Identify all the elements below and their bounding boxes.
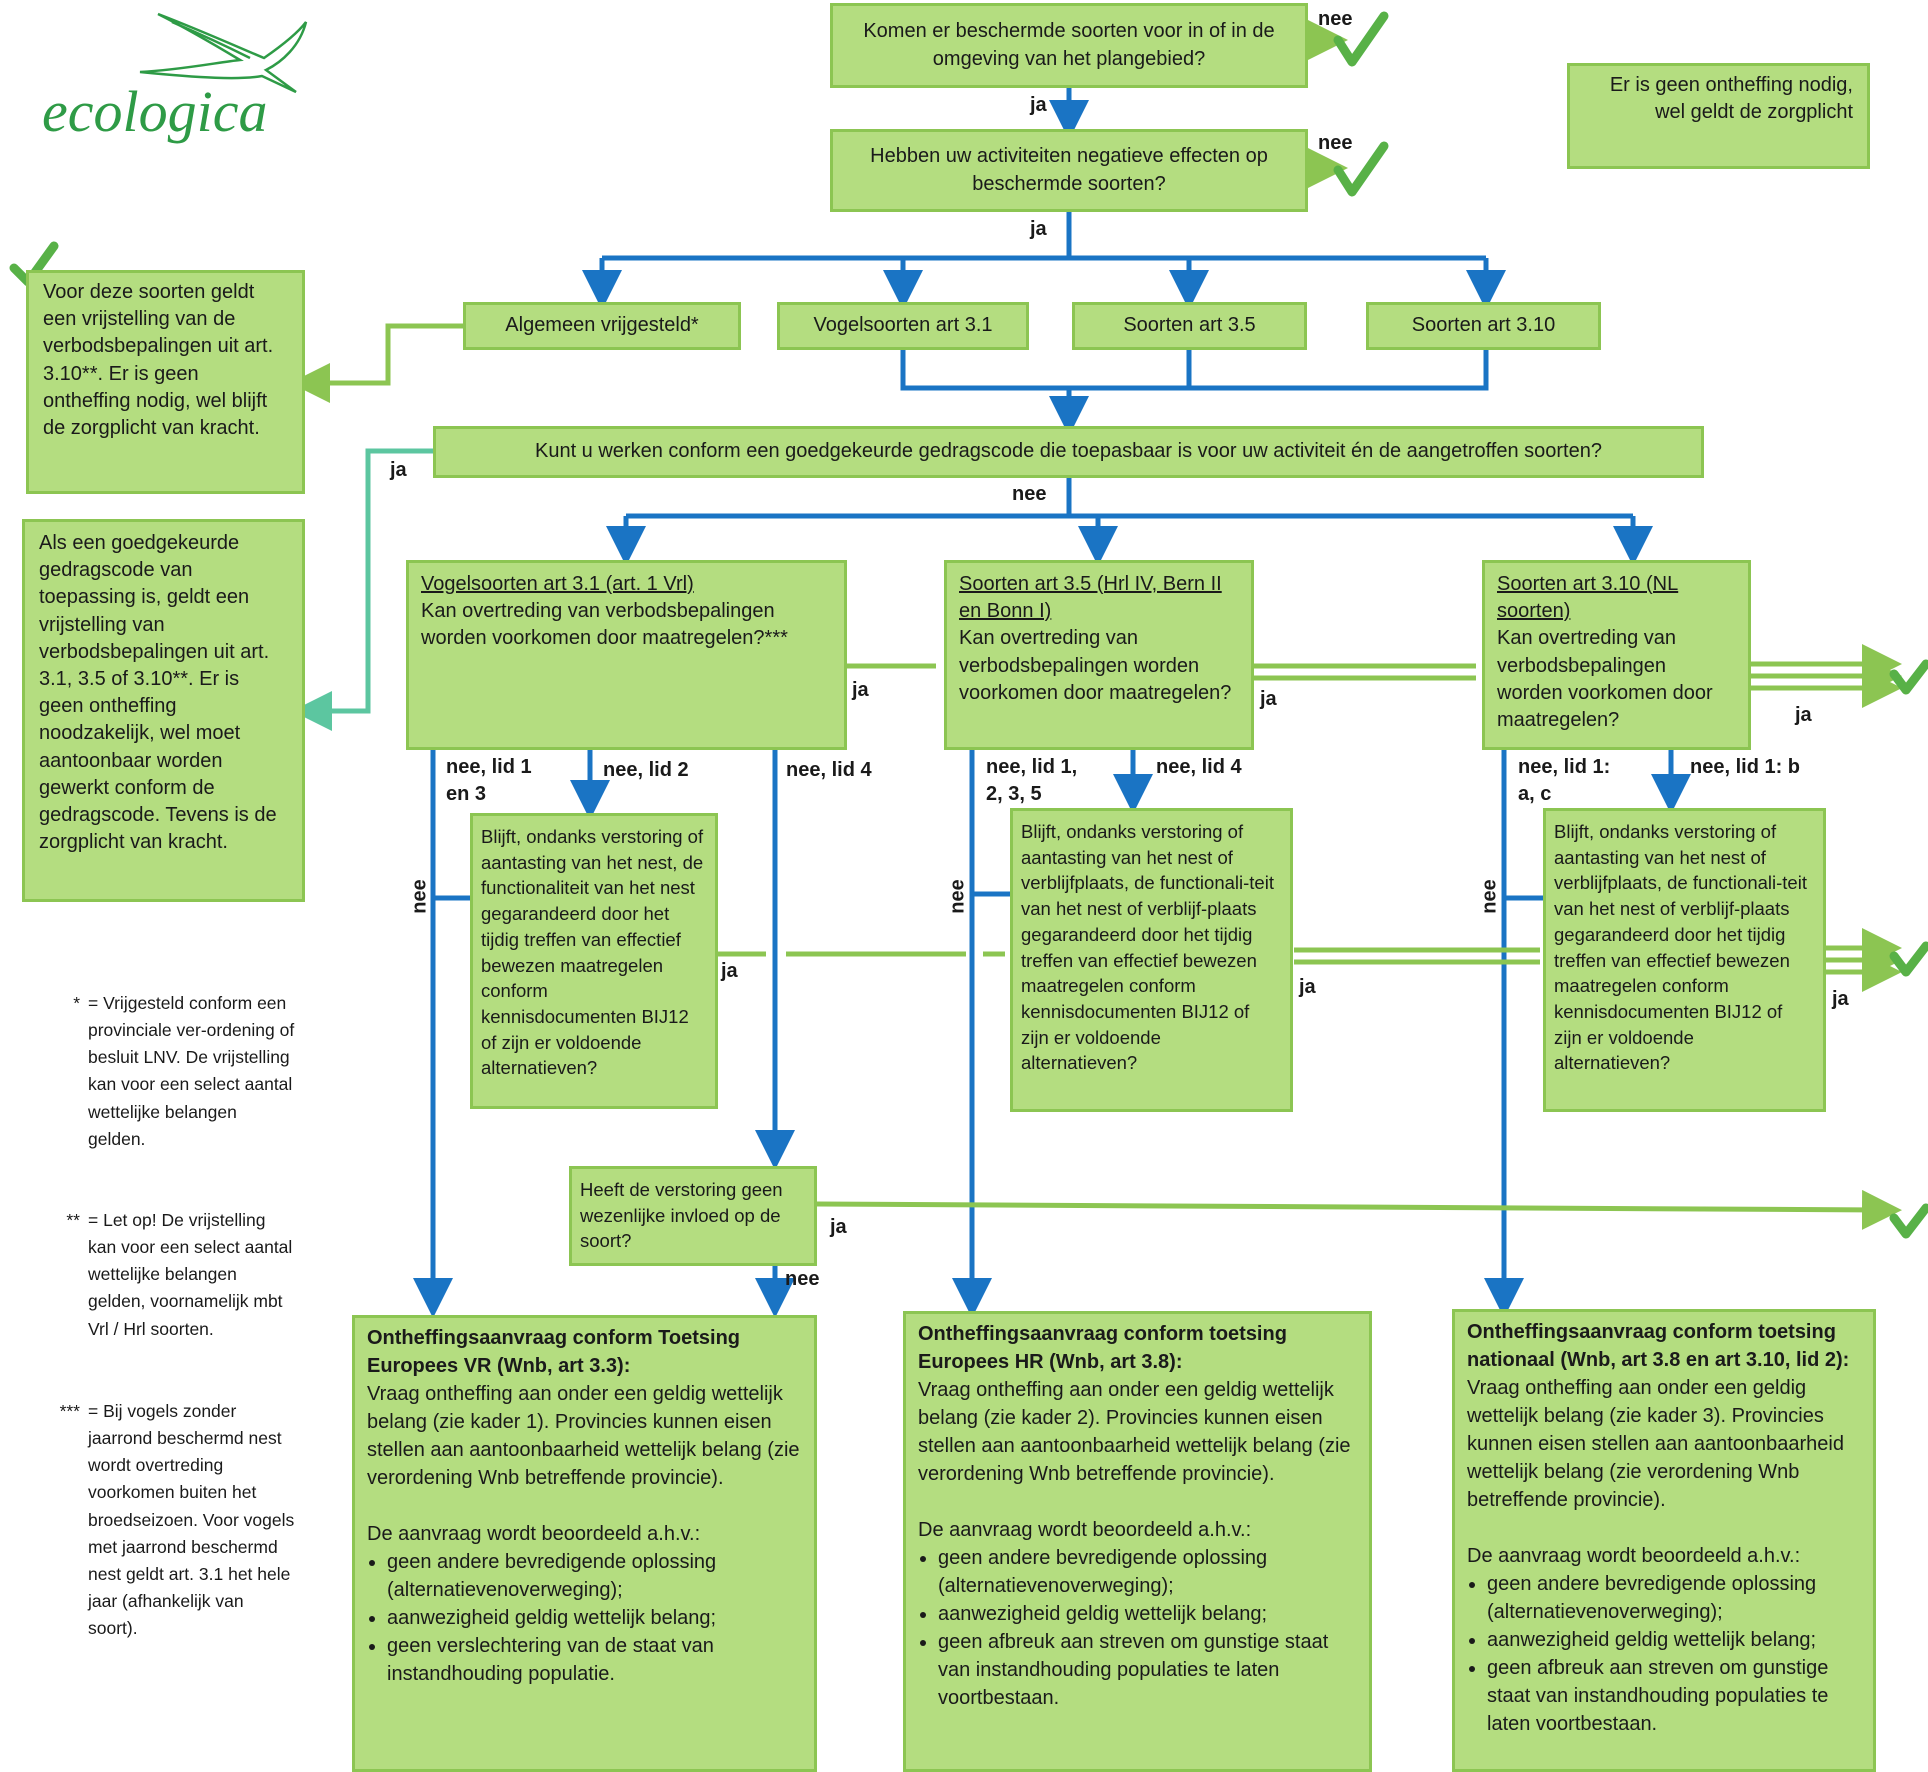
category-soorten-3-5: Soorten art 3.5 <box>1072 302 1307 350</box>
outcome-toetsing-europees-hr: Ontheffingsaanvraag conform toetsing Eur… <box>903 1311 1372 1772</box>
outcome-vr-criteria-intro: De aanvraag wordt beoordeeld a.h.v.: <box>367 1523 701 1545</box>
category-soorten-3-10: Soorten art 3.10 <box>1366 302 1601 350</box>
label-nee-lid1-en3: nee, lid 1 en 3 <box>446 756 532 805</box>
footnote-3: *** = Bij vogels zonder jaarrond bescher… <box>59 1401 295 1638</box>
question-gedragscode: Kunt u werken conform een goedgekeurde g… <box>433 426 1704 478</box>
species-question-hrl: Kan overtreding van verbodsbepalingen wo… <box>959 627 1232 704</box>
label-nee-vertical-nl: nee <box>1478 879 1501 914</box>
label-ja-vogel: ja <box>852 679 869 701</box>
label-nee-lid1ac: nee, lid 1: a, c <box>1518 756 1611 805</box>
label-nee-lid4-hrl: nee, lid 4 <box>1156 756 1242 778</box>
outcome-vr-heading: Ontheffingsaanvraag conform Toetsing Eur… <box>367 1327 740 1377</box>
check-icon <box>1333 141 1389 197</box>
outcome-hr-body: Vraag ontheffing aan onder een geldig we… <box>918 1379 1351 1485</box>
criteria-item: aanwezigheid geldig wettelijk belang; <box>1487 1626 1861 1654</box>
species-box-soorten-3-10: Soorten art 3.10 (NL soorten) Kan overtr… <box>1482 560 1751 750</box>
nest-question-hrl: Blijft, ondanks verstoring of aantasting… <box>1010 808 1293 1112</box>
criteria-item: geen andere bevredigende oplossing (alte… <box>1487 1570 1861 1626</box>
label-nee-lid4: nee, lid 4 <box>786 759 872 781</box>
label-nee-q2: nee <box>1318 132 1353 154</box>
outcome-vr-criteria: geen andere bevredigende oplossing (alte… <box>367 1548 802 1688</box>
label-nee-lid2: nee, lid 2 <box>603 759 689 781</box>
species-question-nl: Kan overtreding van verbodsbepalingen wo… <box>1497 627 1713 731</box>
criteria-item: geen verslechtering van de staat van ins… <box>387 1632 802 1688</box>
label-ja-q2: ja <box>1030 218 1047 240</box>
ecologica-bird-logo <box>139 12 308 94</box>
species-question-vogel: Kan overtreding van verbodsbepalingen wo… <box>421 600 788 650</box>
check-icon <box>1889 941 1928 977</box>
question-protected-species-present: Komen er beschermde soorten voor in of i… <box>830 3 1308 88</box>
outcome-nat-heading: Ontheffingsaanvraag conform toetsing nat… <box>1467 1321 1850 1371</box>
label-nee-lid1b: nee, lid 1: b <box>1690 756 1801 778</box>
outcome-hr-criteria: geen andere bevredigende oplossing (alte… <box>918 1544 1357 1712</box>
footnote-2: ** = Let op! De vrijstelling kan voor ee… <box>66 1210 293 1339</box>
label-nee-q1: nee <box>1318 8 1353 30</box>
label-ja-hrl: ja <box>1260 688 1277 710</box>
label-nee-vertical-hrl: nee <box>946 879 969 914</box>
criteria-item: geen andere bevredigende oplossing (alte… <box>387 1548 802 1604</box>
criteria-item: geen afbreuk aan streven om gunstige sta… <box>938 1628 1357 1712</box>
species-box-vogelsoorten: Vogelsoorten art 3.1 (art. 1 Vrl) Kan ov… <box>406 560 847 750</box>
outcome-toetsing-nationaal: Ontheffingsaanvraag conform toetsing nat… <box>1452 1309 1876 1772</box>
label-ja-nest-vogel: ja <box>721 960 738 982</box>
legend-no-exemption-needed: Er is geen ontheffing nodig, wel geldt d… <box>1567 63 1870 169</box>
label-nee-vertical-vogel: nee <box>408 879 431 914</box>
criteria-item: geen afbreuk aan streven om gunstige sta… <box>1487 1654 1861 1738</box>
label-ja-gedragscode: ja <box>390 459 407 481</box>
info-gedragscode-box: Als een goedgekeurde gedragscode van toe… <box>22 519 305 902</box>
ecologica-logo-text: ecologica <box>42 79 268 144</box>
outcome-hr-criteria-intro: De aanvraag wordt beoordeeld a.h.v.: <box>918 1519 1252 1541</box>
check-icon <box>1889 1203 1928 1239</box>
footnote-1: * = Vrijgesteld conform een provinciale … <box>73 993 295 1149</box>
outcome-hr-heading: Ontheffingsaanvraag conform toetsing Eur… <box>918 1323 1287 1373</box>
info-vrijstelling-box: Voor deze soorten geldt een vrijstelling… <box>26 270 305 494</box>
nest-question-nl: Blijft, ondanks verstoring of aantasting… <box>1543 808 1826 1112</box>
category-algemeen-vrijgesteld: Algemeen vrijgesteld* <box>463 302 741 350</box>
species-title-hrl: Soorten art 3.5 (Hrl IV, Bern II en Bonn… <box>959 573 1222 623</box>
outcome-nat-body: Vraag ontheffing aan onder een geldig we… <box>1467 1377 1844 1511</box>
category-vogelsoorten: Vogelsoorten art 3.1 <box>777 302 1029 350</box>
outcome-vr-body: Vraag ontheffing aan onder een geldig we… <box>367 1383 800 1489</box>
criteria-item: aanwezigheid geldig wettelijk belang; <box>387 1604 802 1632</box>
outcome-nat-criteria: geen andere bevredigende oplossing (alte… <box>1467 1570 1861 1738</box>
species-title-nl: Soorten art 3.10 (NL soorten) <box>1497 573 1679 623</box>
label-ja-nl: ja <box>1795 704 1812 726</box>
check-icon <box>1333 11 1389 67</box>
label-ja-verstoring: ja <box>830 1216 847 1238</box>
question-verstoring: Heeft de verstoring geen wezenlijke invl… <box>569 1166 817 1266</box>
label-ja-q1: ja <box>1030 94 1047 116</box>
outcome-toetsing-europees-vr: Ontheffingsaanvraag conform Toetsing Eur… <box>352 1315 817 1772</box>
label-nee-lid1235: nee, lid 1, 2, 3, 5 <box>986 756 1078 805</box>
species-box-soorten-3-5: Soorten art 3.5 (Hrl IV, Bern II en Bonn… <box>944 560 1254 750</box>
criteria-item: geen andere bevredigende oplossing (alte… <box>938 1544 1357 1600</box>
criteria-item: aanwezigheid geldig wettelijk belang; <box>938 1600 1357 1628</box>
outcome-nat-criteria-intro: De aanvraag wordt beoordeeld a.h.v.: <box>1467 1545 1801 1567</box>
species-title-vogel: Vogelsoorten art 3.1 (art. 1 Vrl) <box>421 573 694 595</box>
label-ja-nest-hrl: ja <box>1299 976 1316 998</box>
nest-question-vogel: Blijft, ondanks verstoring of aantasting… <box>470 813 718 1109</box>
check-icon <box>1889 659 1928 695</box>
label-nee-gedragscode: nee <box>1012 483 1047 505</box>
label-nee-verstoring: nee <box>785 1268 820 1290</box>
label-ja-nest-nl: ja <box>1832 988 1849 1010</box>
question-negative-effects: Hebben uw activiteiten negatieve effecte… <box>830 129 1308 212</box>
